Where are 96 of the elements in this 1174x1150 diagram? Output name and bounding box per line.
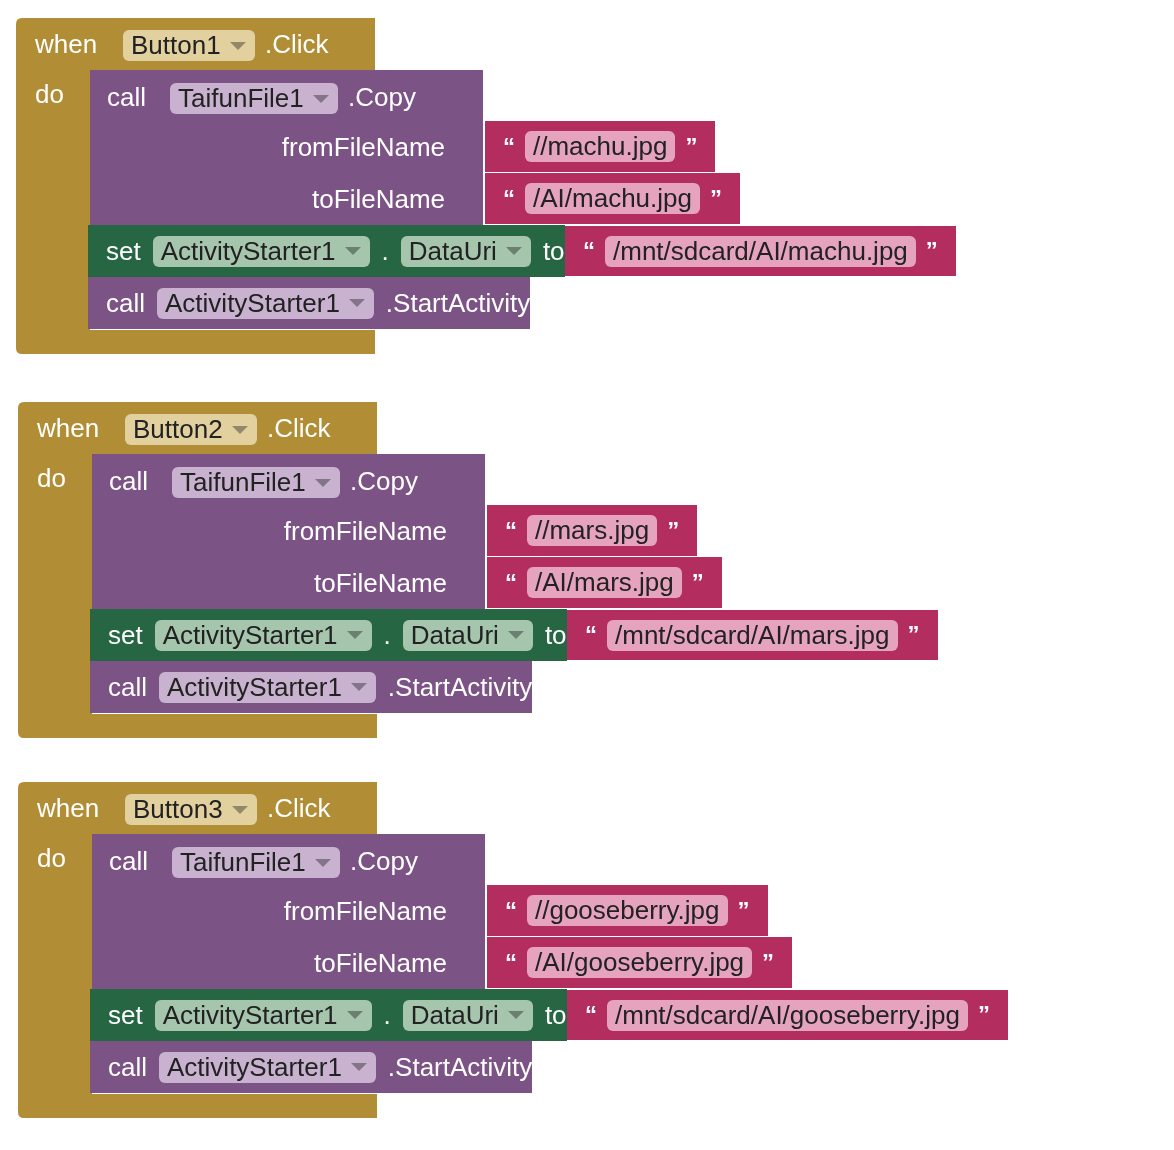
method-call-block: [92, 834, 485, 989]
component-dropdown: DataUri: [402, 619, 533, 651]
text-string-block: [487, 885, 768, 936]
setter-block: [90, 989, 567, 1041]
component-dropdown: ActivityStarter1: [154, 999, 372, 1031]
method-call-block: [90, 70, 483, 225]
text-value: /AI/gooseberry.jpg: [527, 947, 753, 978]
text-value: /AI/machu.jpg: [525, 183, 700, 214]
component-dropdown: TaifunFile1: [172, 467, 340, 498]
quote-mark: ”: [977, 1000, 990, 1030]
setter-block: [90, 609, 567, 661]
quote-mark: “: [503, 131, 515, 162]
when-keyword: when: [37, 792, 100, 825]
event-name: .Click: [267, 792, 331, 825]
call-keyword: call: [109, 845, 148, 878]
component-dropdown: ActivityStarter1: [159, 1051, 376, 1083]
text-string-block: [487, 557, 722, 608]
set-keyword: set: [108, 999, 143, 1032]
method-name: .StartActivity: [387, 1051, 533, 1084]
when-keyword: when: [35, 28, 98, 61]
to-keyword: to: [542, 235, 565, 268]
event-name: .Click: [267, 412, 331, 445]
component-dropdown: Button3: [125, 794, 257, 825]
call-keyword: call: [107, 81, 146, 114]
quote-mark: ”: [691, 567, 704, 598]
text-value: /mnt/sdcard/AI/gooseberry.jpg: [607, 999, 968, 1031]
quote-mark: “: [505, 515, 517, 546]
component-dropdown: DataUri: [402, 999, 533, 1031]
parameter-label: toFileName: [314, 567, 447, 600]
parameter-label: toFileName: [314, 947, 447, 980]
quote-mark: ”: [685, 131, 698, 162]
text-value: /mnt/sdcard/AI/mars.jpg: [607, 619, 898, 651]
component-dropdown: ActivityStarter1: [154, 619, 372, 651]
quote-mark: ”: [710, 183, 722, 214]
quote-mark: ”: [762, 947, 775, 978]
text-string-block: [565, 226, 956, 276]
component-dropdown: Button1: [123, 30, 255, 61]
call-keyword: call: [108, 671, 147, 704]
text-value: //gooseberry.jpg: [527, 895, 728, 926]
method-call-block: [90, 1041, 533, 1093]
component-dropdown: Button2: [125, 414, 257, 445]
text-value: /AI/mars.jpg: [527, 567, 682, 598]
component-dropdown: TaifunFile1: [172, 847, 340, 878]
quote-mark: ”: [667, 515, 680, 546]
component-dropdown: ActivityStarter1: [152, 235, 370, 267]
parameter-label: toFileName: [312, 183, 445, 216]
text-value: /mnt/sdcard/AI/machu.jpg: [605, 235, 916, 267]
do-keyword: do: [37, 462, 66, 495]
method-name: .Copy: [350, 465, 418, 498]
quote-mark: ”: [737, 895, 750, 926]
component-dropdown: ActivityStarter1: [157, 287, 374, 319]
setter-block: [88, 225, 565, 277]
call-keyword: call: [108, 1051, 147, 1084]
text-string-block: [485, 173, 740, 224]
quote-mark: “: [503, 183, 515, 214]
parameter-label: fromFileName: [281, 131, 445, 164]
when-keyword: when: [37, 412, 100, 445]
component-dropdown: TaifunFile1: [170, 83, 338, 114]
quote-mark: “: [583, 236, 595, 266]
quote-mark: “: [505, 567, 517, 598]
set-keyword: set: [108, 619, 143, 652]
method-call-block: [90, 661, 533, 713]
method-name: .Copy: [348, 81, 416, 114]
text-string-block: [567, 990, 1008, 1040]
text-value: //machu.jpg: [525, 131, 676, 162]
quote-mark: “: [585, 620, 597, 650]
to-keyword: to: [544, 999, 567, 1032]
do-keyword: do: [35, 78, 64, 111]
text-value: //mars.jpg: [527, 515, 658, 546]
parameter-label: fromFileName: [283, 895, 447, 928]
parameter-label: fromFileName: [283, 515, 447, 548]
component-dropdown: ActivityStarter1: [159, 671, 376, 703]
quote-mark: ”: [925, 236, 938, 266]
to-keyword: to: [544, 619, 567, 652]
method-call-block: [88, 277, 531, 329]
call-keyword: call: [106, 287, 145, 320]
dot-separator: .: [383, 999, 391, 1032]
do-keyword: do: [37, 842, 66, 875]
dot-separator: .: [383, 619, 391, 652]
text-string-block: [487, 505, 698, 556]
method-name: .StartActivity: [387, 671, 533, 704]
dot-separator: .: [381, 235, 389, 268]
event-name: .Click: [265, 28, 329, 61]
text-string-block: [487, 937, 793, 988]
method-name: .Copy: [350, 845, 418, 878]
quote-mark: “: [505, 947, 517, 978]
method-name: .StartActivity: [385, 287, 531, 320]
method-call-block: [92, 454, 485, 609]
text-string-block: [567, 610, 938, 660]
quote-mark: “: [585, 1000, 597, 1030]
text-string-block: [485, 121, 716, 172]
quote-mark: ”: [907, 620, 920, 650]
component-dropdown: DataUri: [400, 235, 531, 267]
set-keyword: set: [106, 235, 141, 268]
quote-mark: “: [505, 895, 517, 926]
call-keyword: call: [109, 465, 148, 498]
